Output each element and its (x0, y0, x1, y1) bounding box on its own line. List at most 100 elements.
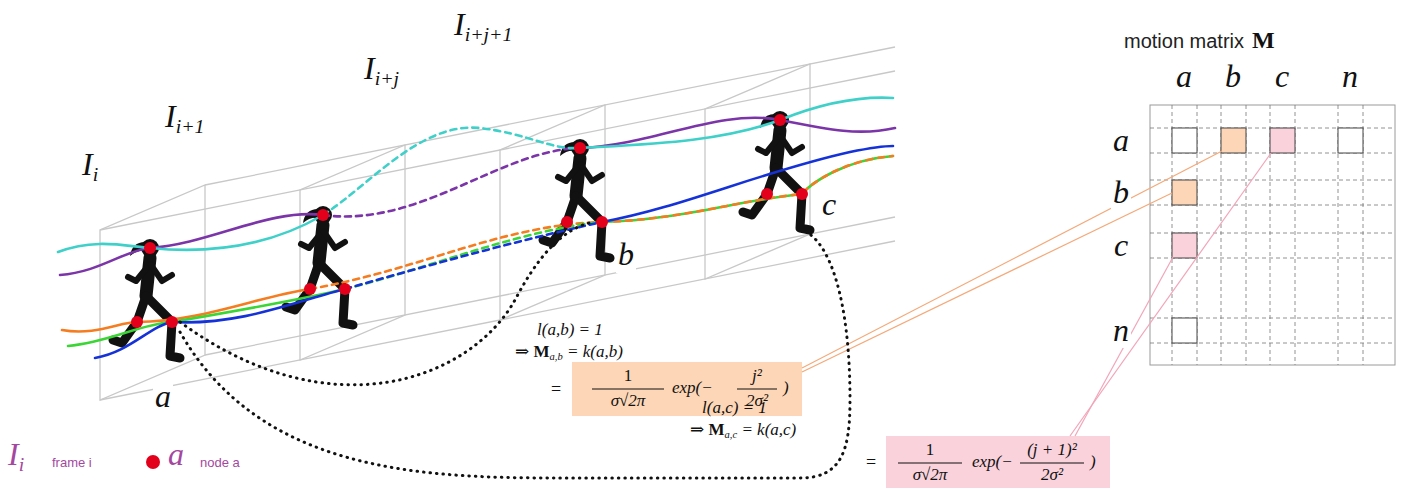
frame-label: Ii+j+1 (452, 6, 514, 46)
frame-prism (100, 71, 895, 230)
subscript: a,c (725, 429, 738, 440)
node-letter: a (153, 378, 173, 415)
text-part: I (82, 146, 93, 182)
column-header: a (1174, 58, 1194, 95)
fraction-part: σ√2π (913, 465, 948, 485)
matrix-grid (1270, 128, 1295, 153)
matrix-grid (1221, 128, 1246, 153)
fraction-bar (592, 388, 664, 389)
text-part: ⇒ (515, 342, 534, 361)
frame-label: Ii (80, 146, 100, 186)
node-letter: b (616, 236, 636, 273)
tracked-point (574, 142, 586, 154)
motion-trajectory (323, 128, 580, 215)
matrix-grid (1172, 233, 1197, 258)
motion-trajectory (95, 289, 345, 358)
motion-node: a (146, 314, 180, 417)
text-part: ⇒ (690, 420, 709, 439)
motion-node: c (794, 186, 844, 230)
frame-label: Ii+1 (163, 98, 206, 138)
fraction-part: 2σ² (1041, 465, 1063, 485)
motion-trajectory (58, 98, 895, 358)
frame-prism (705, 64, 810, 279)
motion-trajectory (323, 148, 580, 216)
tracked-point (561, 216, 573, 228)
formula-highlight (886, 436, 1110, 488)
formula-text: ) (1090, 452, 1096, 472)
legend-swatch (146, 455, 160, 469)
frame-label: Ii+j (362, 50, 401, 90)
fraction-part: 1 (624, 366, 633, 386)
motion-trajectory (345, 222, 602, 289)
runner-silhouette (543, 139, 610, 258)
subscript: i (19, 453, 25, 475)
motion-trajectory (602, 146, 893, 222)
subscript: i+j (375, 67, 399, 89)
column-header: c (1273, 58, 1291, 95)
matrix-grid (1172, 128, 1197, 153)
leader-line (802, 193, 1172, 372)
tracked-point (131, 114, 808, 328)
text-part: = k(a,b) (563, 342, 623, 361)
subscript: a,b (550, 351, 563, 362)
leader-line (802, 151, 1222, 368)
matrix-grid (1150, 105, 1395, 365)
fraction-bar (1020, 462, 1084, 463)
row-header: a (1111, 122, 1131, 159)
row-header: c (1112, 227, 1130, 264)
formula-text: exp(− (972, 452, 1013, 472)
motion-trajectory (345, 222, 602, 289)
column-header: n (1340, 58, 1360, 95)
motion-node: b (594, 214, 652, 275)
fraction-part: (j + 1)² (1027, 440, 1077, 460)
formula-text: l(a,c) = 1 (702, 398, 767, 418)
tracked-point (796, 188, 808, 200)
runner-silhouette (286, 206, 353, 325)
legend-text: node a (200, 456, 240, 471)
motion-trajectory (68, 289, 345, 346)
leader-line (1070, 153, 1271, 436)
legend-symbol: a (168, 436, 184, 473)
formula-text: ⇒ Ma,c = k(a,c) (690, 420, 796, 441)
matrix-grid (1172, 128, 1363, 343)
dotted-connector (180, 230, 850, 478)
fraction-bar (898, 462, 962, 463)
dotted-connector (180, 222, 594, 385)
text-part: = k(a,c) (737, 420, 796, 439)
leader-line (802, 151, 1271, 436)
bold-symbol: M (709, 420, 725, 439)
tracked-point (774, 114, 786, 126)
tracked-point (304, 283, 316, 295)
node-letter: c (820, 186, 838, 223)
text-part: I (8, 436, 19, 472)
legend-symbol: Ii (8, 436, 24, 476)
subscript: i (93, 163, 99, 185)
fraction-part: 1 (926, 440, 935, 460)
text-part: I (165, 98, 176, 134)
fraction-part: σ√2π (611, 391, 646, 411)
tracked-point (339, 283, 351, 295)
matrix-symbol: M (1252, 27, 1275, 55)
fraction-bar (737, 388, 777, 389)
matrix-grid (1150, 105, 1395, 365)
text-part: I (454, 6, 465, 42)
formula-highlight (572, 362, 1110, 488)
matrix-grid (1172, 318, 1197, 343)
formula-text: = (551, 379, 561, 400)
matrix-grid (1150, 105, 1395, 365)
formula-highlight (572, 362, 802, 416)
subscript: i+1 (176, 115, 205, 137)
tracked-point (144, 242, 156, 254)
formula-text: ⇒ Ma,b = k(a,b) (515, 342, 623, 363)
motion-trajectory (310, 222, 602, 289)
formula-text: l(a,b) = 1 (537, 320, 603, 340)
fraction-bar (592, 389, 1084, 463)
matrix-grid (1338, 128, 1363, 153)
formula-text: exp(− (672, 378, 713, 398)
row-header: b (1111, 174, 1131, 211)
leader-line (1075, 257, 1173, 436)
formula-text: = (866, 452, 876, 473)
motion-trajectory (580, 98, 893, 148)
